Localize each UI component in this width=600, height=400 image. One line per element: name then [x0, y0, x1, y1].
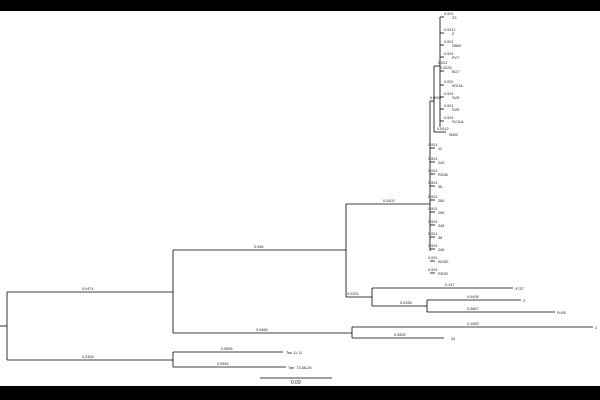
clade-leaves: 12 0.001 243 0.001 RD36 0.001 36 0.001 2… [428, 143, 448, 276]
leaf-c3: RD36 [438, 173, 448, 177]
leaf-long: 1 [595, 326, 597, 330]
leaf-z3: Z3 [452, 16, 456, 20]
value-sl3: 0.001 [444, 52, 454, 56]
value-sl4: 0.0026 [440, 66, 452, 70]
value-c1: 0.001 [428, 143, 438, 147]
leaf-c8: 36 [438, 236, 442, 240]
leaf-tae: Tae: 73-68-25 [288, 366, 311, 370]
leaf-c7: 345 [438, 224, 444, 228]
leaf-sl1: Z [452, 32, 455, 36]
label-subclade-lower: 0.0012 [437, 127, 449, 131]
leaf-22: 22 [451, 337, 455, 341]
leaf-sl7: SVE [452, 108, 460, 112]
label-inner-a: 0.0408 [467, 295, 479, 299]
leaf-sl2: SB60 [452, 44, 461, 48]
label-lower-short: 0.0502 [394, 333, 406, 337]
leaf-c1: 12 [438, 147, 442, 151]
value-c11: 0.001 [428, 268, 438, 272]
leaf-sl5: WV1A [452, 84, 463, 88]
leaf-c10: WV30 [438, 260, 448, 264]
label-clade-subclade: 0.0067 [430, 96, 442, 100]
value-c4: 0.001 [428, 181, 438, 185]
label-bottom-a: 0.0596 [221, 347, 233, 351]
value-sl6: 0.001 [444, 92, 454, 96]
leaf-x2: 2 [523, 299, 525, 303]
label-inner-b: 0.0667 [467, 307, 479, 311]
label-small-leaf: 0.147 [445, 283, 455, 287]
value-c3: 0.001 [428, 169, 438, 173]
value-c6: 0.001 [428, 207, 438, 211]
label-lower-long: 0.1053 [467, 322, 479, 326]
label-subclade-top: 0.001 [438, 61, 448, 65]
leaf-sl6: SVE [452, 96, 460, 100]
leaf-fn28: Fn28 [557, 311, 566, 315]
leaf-x737: X737 [515, 287, 524, 291]
value-c8: 0.001 [428, 232, 438, 236]
leaf-c2: 243 [438, 161, 444, 165]
label-upper-small: 0.0201 [347, 292, 359, 296]
label-upper-clade: 0.0402 [383, 199, 395, 203]
value-c5: 0.001 [428, 195, 438, 199]
value-c9: 0.001 [428, 244, 438, 248]
value-sl7: 0.001 [444, 104, 454, 108]
leaf-c5: 265 [438, 199, 444, 203]
leaf-c4: 36 [438, 185, 442, 189]
label-small-inner: 0.0258 [400, 301, 412, 305]
value-sl1: 0.0011 [444, 28, 455, 32]
value-sl5: 0.002 [444, 80, 454, 84]
subclade-leaves: Z3 0.001 Z 0.0011 SB60 0.001 PV7 0.001 B… [440, 12, 464, 137]
leaf-sl8: SV11A [452, 120, 464, 124]
scale-bar-label: 0.09 [291, 380, 301, 386]
label-root-top: 0.0474 [82, 287, 94, 291]
label-mid-upper: 0.046 [254, 245, 264, 249]
leaf-sl9: WM2 [449, 133, 458, 137]
leaf-sl4: BG7 [452, 70, 460, 74]
label-mid-lower: 0.0466 [256, 328, 268, 332]
leaf-tan: Tan 11 11 [286, 351, 302, 355]
leaf-c9: 246 [438, 248, 444, 252]
label-bottom-b: 0.0545 [217, 362, 229, 366]
tree-canvas: 0.0474 0.0306 0.046 0.0466 0.0402 0.0201… [0, 11, 600, 386]
label-root-bottom: 0.0306 [82, 355, 94, 359]
value-sl2: 0.001 [444, 40, 454, 44]
value-sl8: 0.001 [444, 116, 454, 120]
value-c7: 0.001 [428, 220, 438, 224]
value-c2: 0.001 [428, 157, 438, 161]
value-z3: 0.001 [444, 12, 454, 16]
leaf-sl3: PV7 [452, 56, 459, 60]
leaf-c6: 256 [438, 211, 444, 215]
phylogenetic-tree: 0.0474 0.0306 0.046 0.0466 0.0402 0.0201… [0, 12, 597, 386]
leaf-c11: RD39 [438, 272, 448, 276]
value-c10: 0.001 [428, 256, 438, 260]
